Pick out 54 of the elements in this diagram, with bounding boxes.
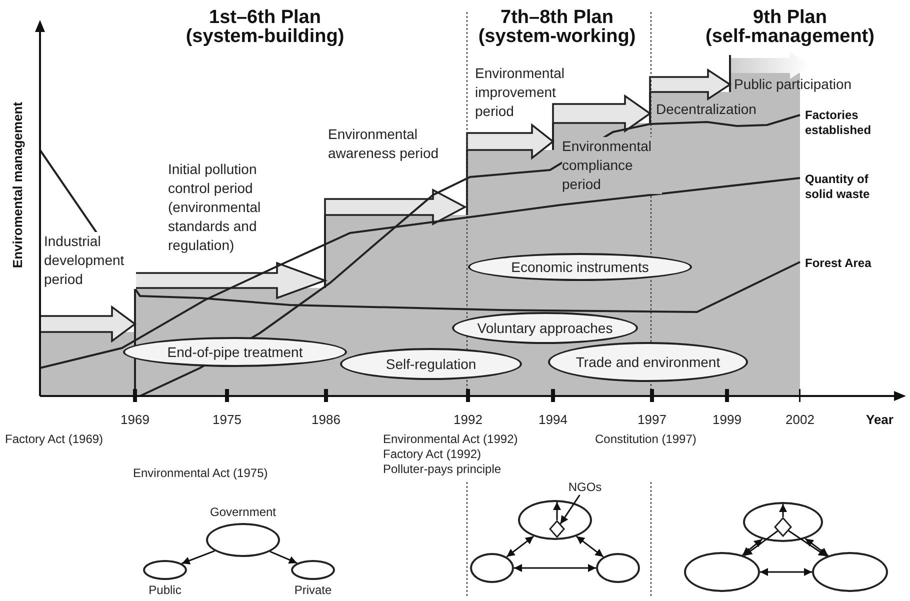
year-label: 1986	[310, 411, 342, 429]
year-label: 2002	[784, 411, 816, 429]
axis-title: Year	[866, 411, 894, 429]
year-label: 1992	[452, 411, 484, 429]
actor-ellipse	[518, 500, 592, 540]
year-label: 1969	[120, 411, 150, 429]
act-label: Environmental Act (1992)	[383, 432, 518, 447]
actor-ellipse	[470, 553, 514, 583]
axis-title: Enviromental management	[10, 100, 26, 270]
arrow	[760, 568, 812, 576]
actor-label: Government	[210, 505, 276, 520]
period-label: Industrial development period	[44, 232, 136, 289]
series-label: Factories established	[805, 108, 872, 138]
plan-heading: 7th–8th Plan (system-working)	[477, 8, 637, 46]
arrow	[270, 550, 298, 564]
act-label: Environmental Act (1975)	[133, 466, 268, 481]
act-label: Factory Act (1992)	[383, 447, 482, 462]
arrow	[560, 494, 580, 524]
arrow	[576, 536, 604, 558]
actor-label: Public	[148, 583, 182, 598]
actor-label: Private	[294, 583, 332, 598]
actor-ellipse	[812, 552, 888, 592]
actor-ellipse	[596, 553, 640, 583]
period-label: Environmental improvement period	[475, 64, 566, 121]
year-label: 1997	[636, 411, 668, 429]
arrow	[182, 550, 215, 564]
ngo-label: NGOs	[567, 479, 603, 495]
actor-ellipse	[743, 502, 823, 542]
series-label: Forest Area	[805, 256, 872, 271]
arrow	[514, 564, 596, 572]
period-label: Environmental awareness period	[328, 125, 440, 163]
year-label: 1994	[538, 411, 568, 429]
act-label: Factory Act (1969)	[5, 432, 104, 447]
plan-heading: 1st–6th Plan (system-building)	[184, 8, 346, 46]
arrow	[804, 538, 829, 556]
period-label: Initial pollution control period (environmental standards and regulation)	[168, 160, 262, 255]
act-label: Polluter-pays principle	[383, 462, 502, 477]
arrow	[553, 502, 561, 520]
year-label: 1975	[212, 411, 242, 429]
diamond-symbol	[549, 520, 565, 538]
actor-ellipse	[684, 552, 760, 592]
arrow	[788, 530, 828, 557]
stage-label: Public participation	[734, 75, 852, 94]
period-label: Environmental compliance period	[562, 137, 662, 194]
arrow	[779, 504, 787, 517]
plan-heading: 9th Plan (self-management)	[704, 8, 876, 46]
arrow	[742, 538, 763, 556]
stage-label: Decentralization	[656, 100, 756, 119]
act-label: Constitution (1997)	[595, 432, 696, 447]
arrow	[744, 530, 778, 556]
arrow	[506, 536, 534, 558]
diamond-symbol	[774, 517, 792, 537]
year-label: 1999	[712, 411, 742, 429]
series-label: Quantity of solid waste	[805, 172, 871, 202]
